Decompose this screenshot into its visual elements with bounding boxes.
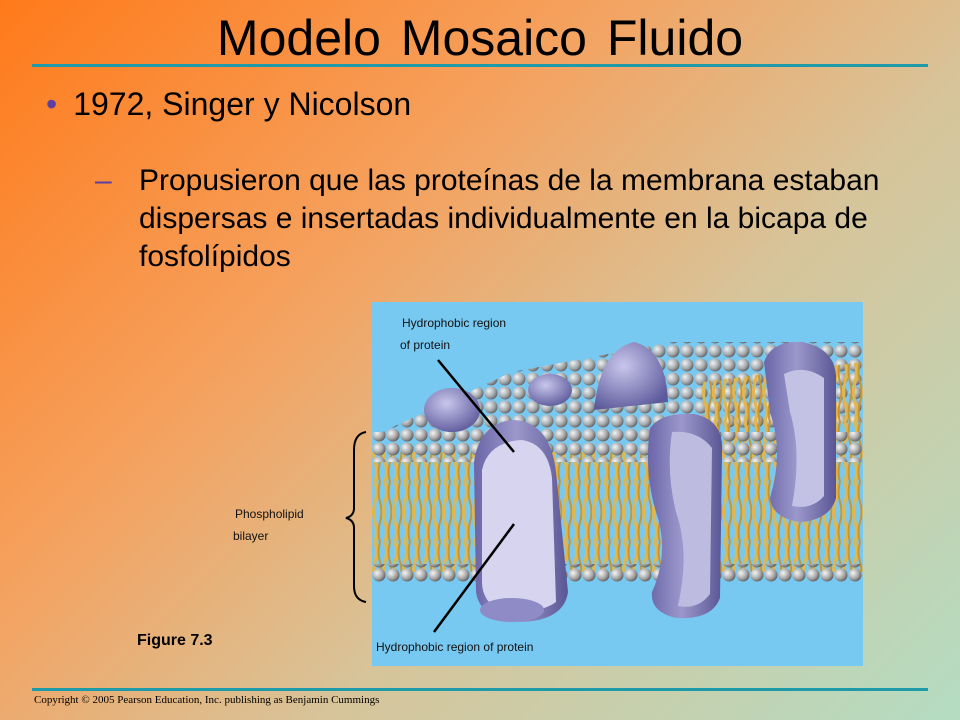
label-bilayer-1: Phospholipid (235, 507, 304, 521)
label-hydrophobic-top-2: of protein (400, 338, 451, 352)
dash-icon: – (95, 164, 112, 197)
membrane-drawing (372, 341, 863, 633)
figure-caption: Figure 7.3 (137, 632, 213, 649)
label-bilayer-2: bilayer (233, 529, 269, 543)
label-hydrophobic-top-1: Hydrophobic region (402, 316, 507, 330)
bullet-text: 1972, Singer y Nicolson (73, 86, 412, 122)
bullet-item: • 1972, Singer y Nicolson (46, 84, 411, 124)
label-hydrophobic-bottom: Hydrophobic region of protein (376, 640, 534, 654)
title-divider (32, 64, 928, 67)
sub-bullet-text: Propusieron que las proteínas de la memb… (139, 164, 880, 273)
copyright-text: Copyright © 2005 Pearson Education, Inc.… (34, 694, 380, 706)
membrane-illustration: Hydrophobic region of protein Hydrophobi… (372, 302, 863, 666)
slide-title: Modelo Mosaico Fluido (216, 10, 744, 66)
bullet-dot-icon: • (46, 86, 58, 122)
footer-divider (32, 688, 928, 691)
